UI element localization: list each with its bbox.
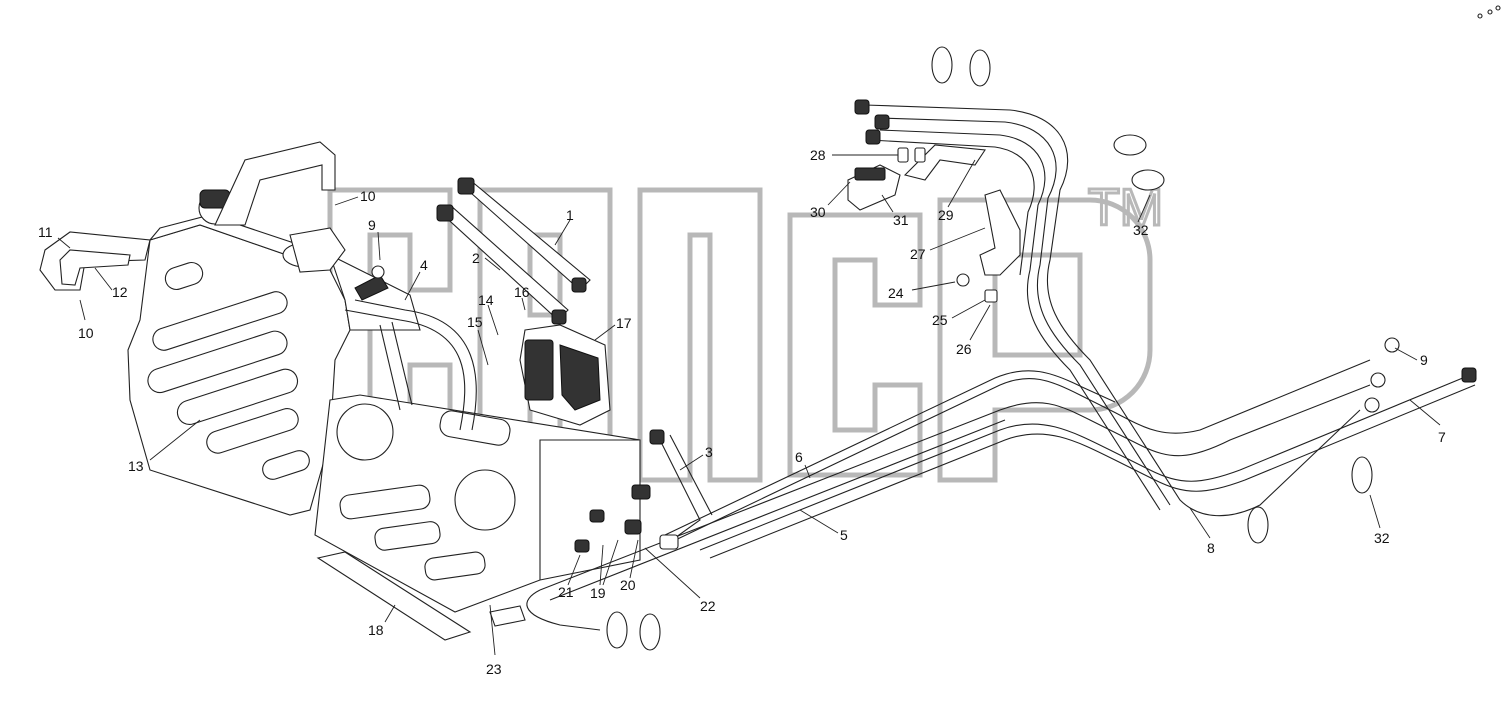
- callout-27: 27: [910, 246, 926, 262]
- callout-28: 28: [810, 147, 826, 163]
- valve-block-30: [847, 164, 901, 211]
- pipes-5-6: [526, 359, 1371, 631]
- callout-31: 31: [893, 212, 909, 228]
- callout-22: 22: [700, 598, 716, 614]
- tank-handle: [214, 141, 336, 226]
- callout-10-top: 10: [360, 188, 376, 204]
- callout-3: 3: [705, 444, 713, 460]
- callout-7: 7: [1438, 429, 1446, 445]
- callout-30: 30: [810, 204, 826, 220]
- callout-15: 15: [467, 314, 483, 330]
- callout-11: 11: [38, 224, 53, 240]
- callout-24: 24: [888, 285, 904, 301]
- callout-14: 14: [478, 292, 494, 308]
- corner-mark: [1477, 5, 1501, 19]
- bracket-27: [979, 189, 1021, 276]
- callout-20: 20: [620, 577, 636, 593]
- callout-25: 25: [932, 312, 948, 328]
- fuel-module: [519, 324, 611, 426]
- callout-8: 8: [1207, 540, 1215, 556]
- strap-bracket: [39, 231, 151, 291]
- callout-32-top: 32: [1133, 222, 1149, 238]
- hoses-1-2: [436, 177, 591, 325]
- pipe-7: [699, 367, 1477, 559]
- rubber-pad: [316, 551, 526, 641]
- hose-4: [344, 299, 477, 431]
- callouts: 1 2 3 4 5 6 7 8 9 9 10 10 11 12 13 14 15: [38, 147, 1446, 677]
- cover-fittings: [574, 484, 651, 553]
- callout-21: 21: [558, 584, 574, 600]
- cable-clamps: [606, 46, 1373, 651]
- callout-18: 18: [368, 622, 384, 638]
- callout-32-bottom: 32: [1374, 530, 1390, 546]
- callout-9-left: 9: [368, 217, 376, 233]
- callout-2: 2: [472, 250, 480, 266]
- callout-6: 6: [795, 449, 803, 465]
- callout-16: 16: [514, 284, 530, 300]
- callout-12: 12: [112, 284, 128, 300]
- callout-10-left: 10: [78, 325, 94, 341]
- callout-26: 26: [956, 341, 972, 357]
- callout-5: 5: [840, 527, 848, 543]
- watermark-logo: TM: [327, 178, 1165, 483]
- bolts-28: [897, 147, 998, 303]
- callout-13: 13: [128, 458, 144, 474]
- callout-19: 19: [590, 585, 606, 601]
- callout-17: 17: [616, 315, 632, 331]
- callout-4: 4: [420, 257, 428, 273]
- callout-29: 29: [938, 207, 954, 223]
- sender-unit: [289, 227, 389, 301]
- tank-cover: [314, 394, 641, 613]
- callout-9-right: 9: [1420, 352, 1428, 368]
- bracket-29: [903, 144, 986, 181]
- callout-1: 1: [566, 207, 574, 223]
- pipe-bundle-8: [854, 99, 1400, 517]
- callout-23: 23: [486, 661, 502, 677]
